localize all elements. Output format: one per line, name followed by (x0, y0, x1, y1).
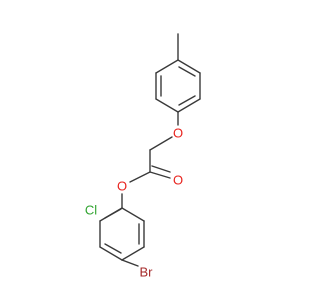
structure-canvas: O O O Cl Br (85, 33, 201, 280)
bond-ether-ch2 (149, 136, 173, 151)
ester-oxygen-label: O (117, 179, 127, 194)
bond-bottom-ring-inner-3 (104, 208, 122, 219)
bond-bromine (121, 259, 139, 267)
atom-labels: O O O Cl Br (85, 126, 183, 280)
bond-top-ring-3 (177, 98, 201, 113)
bond-bottom-ring-4 (99, 246, 123, 261)
bond-top-ring-6 (155, 59, 179, 74)
bond-carbonyl-2 (151, 165, 171, 173)
bond-top-ring-4 (155, 98, 179, 113)
bond-carbonyl-1 (149, 171, 171, 179)
ether-oxygen-label: O (173, 126, 183, 141)
bond-carbonyl-ester (129, 171, 151, 183)
molecule-diagram: O O O Cl Br (85, 33, 201, 280)
carbonyl-oxygen-label: O (173, 173, 183, 188)
bond-top-ring-1 (177, 59, 201, 74)
bond-top-ring-inner-2 (178, 95, 196, 106)
bond-bottom-ring-3 (121, 246, 145, 261)
bonds (99, 33, 201, 267)
bond-bottom-ring-inner-2 (104, 243, 122, 254)
bond-top-ring-inner-1 (178, 66, 196, 77)
bond-bottom-ring-1 (121, 207, 145, 222)
chlorine-label: Cl (85, 203, 97, 218)
bromine-label: Br (140, 265, 154, 280)
